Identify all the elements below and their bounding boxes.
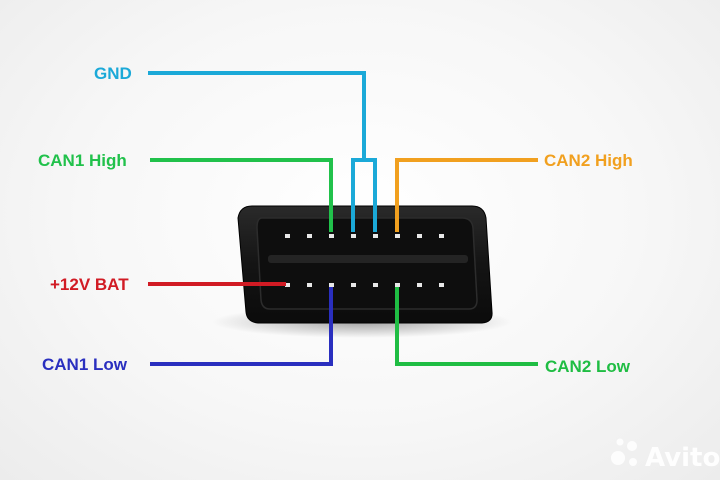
connector-inner-rim bbox=[256, 217, 478, 310]
pin-14 bbox=[395, 283, 400, 287]
pin-13 bbox=[373, 283, 378, 287]
wire-gnd bbox=[148, 71, 377, 232]
connector-center-rib bbox=[268, 255, 468, 263]
pin-4 bbox=[351, 234, 356, 238]
pin-9 bbox=[285, 283, 290, 287]
pin-1 bbox=[285, 234, 290, 238]
label-can2-low: CAN2 Low bbox=[545, 357, 631, 376]
label-12v-bat: +12V BAT bbox=[50, 275, 129, 294]
label-can2-high: CAN2 High bbox=[544, 151, 633, 170]
pin-8 bbox=[439, 234, 444, 238]
label-gnd: GND bbox=[94, 64, 132, 83]
pin-row-top bbox=[285, 234, 444, 238]
pin-16 bbox=[439, 283, 444, 287]
pin-3 bbox=[329, 234, 334, 238]
watermark-text: Avito bbox=[645, 443, 720, 473]
pin-15 bbox=[417, 283, 422, 287]
pin-7 bbox=[417, 234, 422, 238]
pin-6 bbox=[395, 234, 400, 238]
pin-12 bbox=[351, 283, 356, 287]
pin-11 bbox=[329, 283, 334, 287]
pin-row-bottom bbox=[285, 283, 444, 287]
wire-can2-high bbox=[395, 158, 538, 232]
label-can1-high: CAN1 High bbox=[38, 151, 127, 170]
label-can1-low: CAN1 Low bbox=[42, 355, 128, 374]
pin-10 bbox=[307, 283, 312, 287]
wire-can1-low bbox=[150, 287, 333, 366]
obd2-connector bbox=[237, 205, 493, 324]
avito-watermark: Avito bbox=[611, 438, 720, 473]
pin-2 bbox=[307, 234, 312, 238]
avito-logo-icon bbox=[611, 438, 637, 466]
wire-can1-high bbox=[150, 158, 333, 232]
pin-5 bbox=[373, 234, 378, 238]
wire-can2-low bbox=[395, 287, 538, 366]
